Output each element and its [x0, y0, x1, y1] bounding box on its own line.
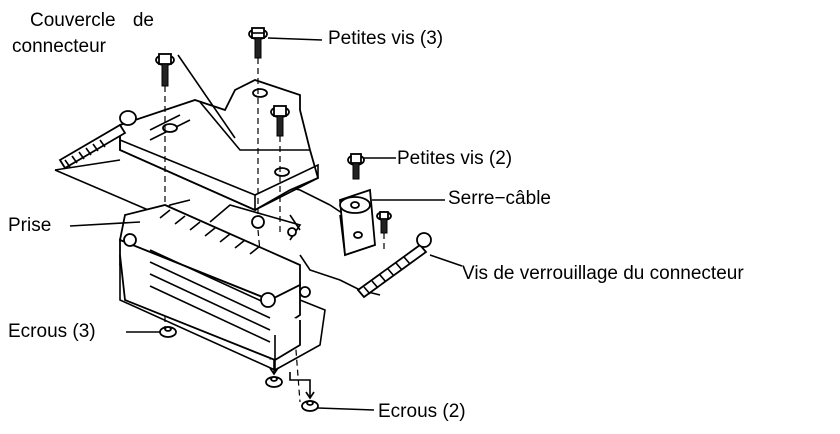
leader-couvercle [177, 54, 236, 139]
label-petites-vis-2: Petites vis (2) [397, 148, 513, 169]
label-ecrous-3: Ecrous (3) [8, 321, 96, 342]
nut-left [159, 326, 177, 338]
connector-plug [118, 204, 326, 372]
small-screw-top-1 [248, 27, 268, 59]
locking-screw-right [356, 232, 432, 299]
nut-right [289, 372, 319, 412]
leader-vis-verrouillage [429, 254, 463, 267]
leader-ecrous-2 [317, 407, 375, 411]
nut-middle [265, 360, 283, 388]
small-screw-clamp-1 [347, 153, 365, 180]
small-screw-top-2 [155, 53, 175, 87]
connector-cover [119, 79, 320, 212]
label-prise: Prise [8, 215, 52, 236]
small-screw-top-3 [270, 105, 290, 137]
small-screw-clamp-2 [376, 211, 392, 234]
leader-petites-vis-3 [267, 37, 323, 41]
label-serre-cable: Serre−câble [448, 188, 551, 209]
locking-screw-left [58, 110, 137, 170]
cable-clamp [339, 188, 376, 257]
label-couvercle-line2: connecteur [12, 36, 107, 57]
label-petites-vis-3: Petites vis (3) [328, 28, 444, 49]
label-vis-verrouillage: Vis de verrouillage du connecteur [462, 263, 744, 284]
label-ecrous-2: Ecrous (2) [378, 401, 466, 422]
label-couvercle-line1: Couvercle de [30, 10, 154, 31]
leader-prise [69, 221, 141, 227]
